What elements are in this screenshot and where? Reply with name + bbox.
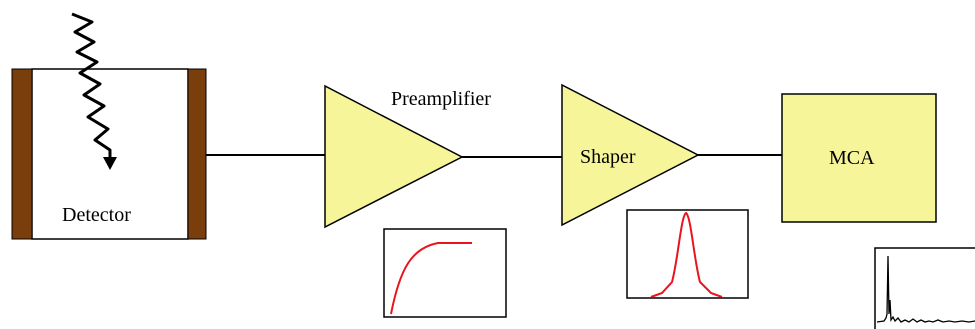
detector-label: Detector	[62, 204, 131, 226]
preamp-pulse-curve	[390, 242, 472, 315]
mca-label: MCA	[829, 147, 875, 169]
preamp-pulse-inset	[383, 228, 507, 318]
mca: MCA	[781, 93, 937, 223]
preamplifier-triangle	[324, 84, 464, 229]
radiation-arrowhead	[103, 157, 117, 170]
shaper-pulse-inset	[626, 209, 749, 299]
detector-left-electrode	[11, 68, 33, 240]
detector-right-electrode	[187, 68, 207, 240]
spectrum-frame	[874, 247, 975, 329]
shaper: Shaper	[561, 83, 700, 227]
mca-spectrum-inset	[874, 247, 975, 329]
shaper-pulse-curve	[650, 211, 723, 298]
shaper-label: Shaper	[580, 146, 636, 168]
shaper-triangle	[561, 83, 700, 227]
incoming-radiation-wavy-arrow	[71, 12, 112, 160]
preamplifier: Preamplifier	[324, 84, 491, 229]
detector: Detector	[11, 12, 207, 240]
preamplifier-label: Preamplifier	[391, 88, 491, 110]
spectrum-trace	[876, 255, 975, 323]
shaper-pulse-frame	[626, 209, 749, 299]
mca-box	[781, 93, 937, 223]
